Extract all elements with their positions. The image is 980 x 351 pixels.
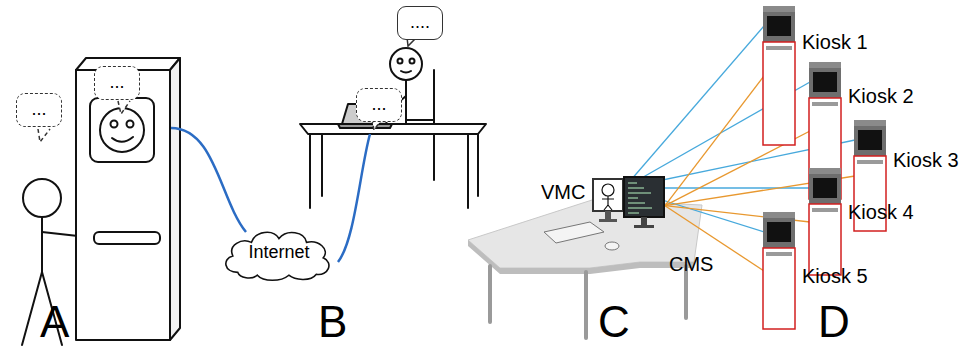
- cms-workstation: CMS: [623, 176, 716, 274]
- vmc-monitor: [592, 178, 624, 224]
- kiosk-body: [808, 168, 842, 276]
- node-text: Kiosk 5: [802, 266, 868, 286]
- node-text: Kiosk 2: [848, 86, 914, 106]
- speech-bubble: ....: [397, 6, 443, 40]
- node-text: ...: [371, 95, 386, 115]
- node-text: Kiosk 4: [848, 202, 914, 222]
- panel-letter: B: [318, 300, 347, 344]
- internet-cloud: Internet: [220, 224, 338, 282]
- kiosk: Kiosk 5: [762, 212, 872, 330]
- node-text: CMS: [669, 254, 713, 274]
- node-text: ....: [410, 13, 430, 33]
- kiosk-body: [762, 6, 796, 146]
- node-text: ...: [31, 100, 46, 120]
- speech-bubble: ...: [16, 93, 62, 127]
- kiosk: Kiosk 4: [808, 168, 918, 276]
- node-text: ...: [109, 73, 124, 93]
- node-text: Internet: [248, 243, 309, 263]
- node-text: Kiosk 1: [802, 32, 868, 52]
- node-text: VMC: [541, 182, 585, 202]
- network-link: [665, 76, 764, 206]
- panel-letter: D: [818, 300, 850, 344]
- vmc-workstation: VMC: [541, 178, 624, 224]
- speech-bubble: ...: [94, 66, 140, 100]
- panel-letter: C: [598, 300, 630, 344]
- kiosk-body: [762, 212, 796, 330]
- speech-bubble: ...: [356, 88, 402, 122]
- panel-letter: A: [40, 300, 69, 344]
- cms-monitor: [623, 176, 665, 230]
- node-text: Kiosk 3: [893, 150, 959, 170]
